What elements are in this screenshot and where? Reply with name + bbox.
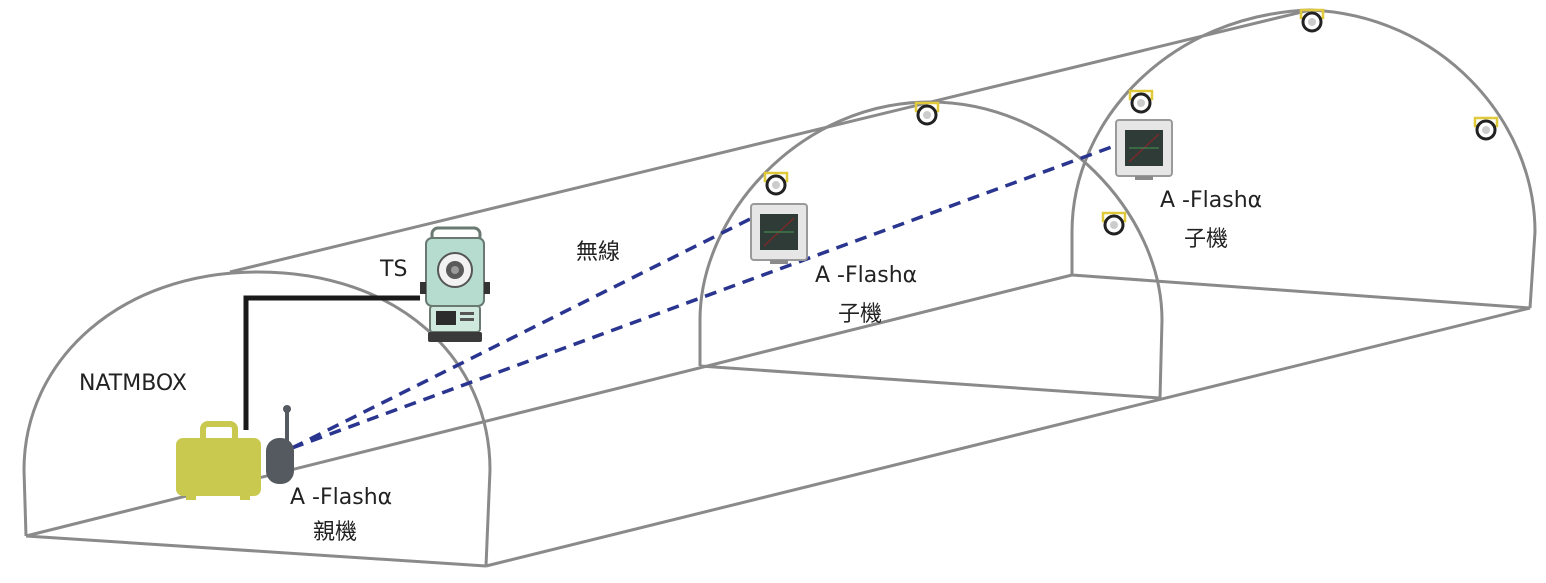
section-floor-3 xyxy=(1071,273,1531,310)
child1-role-label: 子機 xyxy=(838,302,883,327)
total-station-icon xyxy=(420,226,490,342)
prism-target-icon xyxy=(1101,211,1127,236)
child1-name-label: A -Flashα xyxy=(815,263,918,288)
tunnel-left-base-line xyxy=(25,273,1073,538)
tunnel-crown-line xyxy=(229,8,1311,274)
wireless-link-child1 xyxy=(291,216,753,450)
section-floor-2 xyxy=(699,364,1161,400)
cable xyxy=(243,295,420,430)
natmbox-label: NATMBOX xyxy=(79,371,187,396)
prism-target-icon xyxy=(1128,89,1154,114)
section-arch-1 xyxy=(22,270,492,567)
wireless-link-child2 xyxy=(291,143,1118,450)
natmbox-case-icon xyxy=(176,421,261,500)
child2-role-label: 子機 xyxy=(1184,227,1229,252)
prism-target-icon xyxy=(914,101,940,126)
parent-name-label: A -Flashα xyxy=(290,485,393,510)
wireless-links xyxy=(291,143,1118,450)
child-unit-icon xyxy=(1115,119,1173,180)
prism-target-icon xyxy=(763,171,789,196)
parent-role-label: 親機 xyxy=(313,520,358,545)
prism-target-icon xyxy=(1299,8,1325,33)
child2-name-label: A -Flashα xyxy=(1160,188,1263,213)
child-unit-icon xyxy=(750,203,808,264)
radio-unit-icon xyxy=(266,405,294,484)
ts-label: TS xyxy=(380,257,408,282)
prism-target-icon xyxy=(1473,116,1499,141)
wireless-label: 無線 xyxy=(576,240,621,265)
prism-targets xyxy=(763,8,1499,236)
section-floor-1 xyxy=(25,534,487,568)
tunnel-right-base-line xyxy=(485,306,1531,568)
